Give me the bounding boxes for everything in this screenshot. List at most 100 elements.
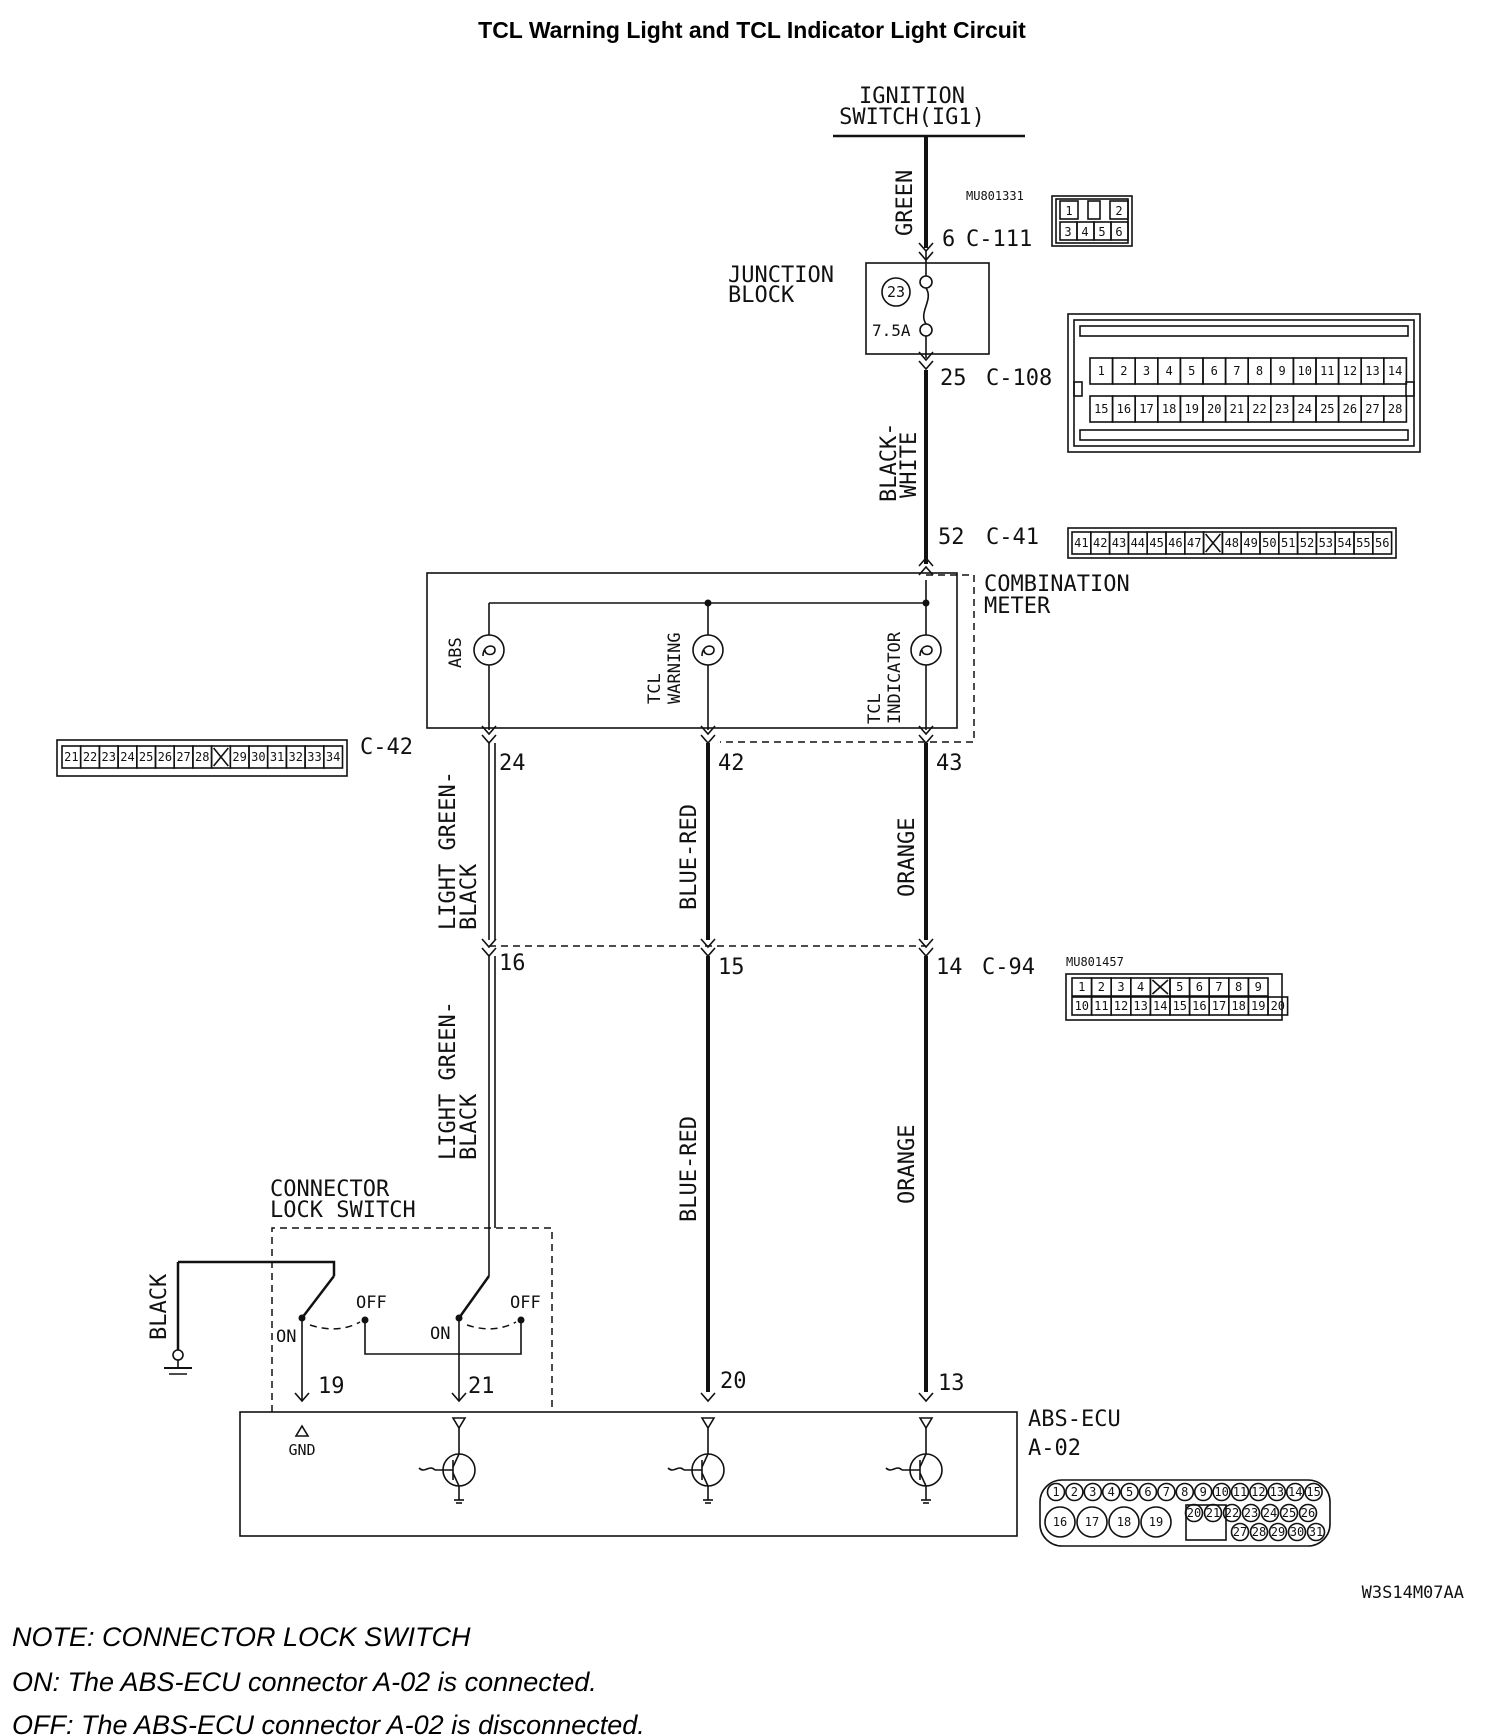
- abs-ecu-gnd-icon: [294, 1424, 310, 1437]
- svg-text:25: 25: [1282, 1506, 1296, 1520]
- svg-text:9: 9: [1200, 1485, 1207, 1499]
- svg-text:50: 50: [1262, 536, 1276, 550]
- svg-text:26: 26: [158, 750, 172, 764]
- wire-label-blue-red-2: BLUE-RED: [677, 1116, 702, 1222]
- svg-text:10: 10: [1297, 364, 1311, 378]
- svg-text:44: 44: [1131, 536, 1145, 550]
- pin-20: 20: [720, 1369, 747, 1394]
- svg-text:2: 2: [1098, 980, 1105, 994]
- c111-arrow-icon: [918, 242, 934, 262]
- svg-text:4: 4: [1081, 225, 1088, 239]
- svg-text:11: 11: [1233, 1485, 1247, 1499]
- tcl-warning-label-1: TCL: [645, 673, 665, 704]
- svg-text:27: 27: [1365, 402, 1379, 416]
- tcl-indicator-label-2: INDICATOR: [885, 631, 905, 724]
- svg-text:12: 12: [1251, 1485, 1265, 1499]
- svg-text:7: 7: [1215, 980, 1222, 994]
- wire-label-black: BLACK: [147, 1273, 172, 1340]
- svg-text:16: 16: [1192, 999, 1206, 1013]
- svg-text:24: 24: [1263, 1506, 1277, 1520]
- lock-switch-contacts: [178, 1260, 525, 1400]
- svg-text:26: 26: [1301, 1506, 1315, 1520]
- ignition-label-1: IGNITION: [859, 84, 965, 109]
- svg-text:3: 3: [1064, 225, 1071, 239]
- abs-ecu-box: [239, 1411, 1018, 1537]
- svg-text:12: 12: [1114, 999, 1128, 1013]
- c111-name: C-111: [966, 227, 1032, 252]
- c108-pin: 25: [940, 366, 967, 391]
- wire-label-orange-1: ORANGE: [895, 818, 920, 897]
- tcl-indicator-label-1: TCL: [865, 693, 885, 724]
- svg-text:23: 23: [102, 750, 116, 764]
- svg-text:22: 22: [1225, 1506, 1239, 1520]
- svg-text:18: 18: [1162, 402, 1176, 416]
- svg-text:31: 31: [270, 750, 284, 764]
- svg-text:15: 15: [1306, 1485, 1320, 1499]
- pin-43: 43: [936, 751, 963, 776]
- wire-label-black-white-1: BLACK-: [877, 423, 902, 502]
- abs-ecu-connector: A-02: [1028, 1436, 1081, 1461]
- svg-text:10: 10: [1075, 999, 1089, 1013]
- svg-text:8: 8: [1256, 364, 1263, 378]
- note-line-1: NOTE: CONNECTOR LOCK SWITCH: [12, 1622, 471, 1652]
- svg-text:8: 8: [1235, 980, 1242, 994]
- svg-text:1: 1: [1052, 1485, 1059, 1499]
- svg-text:18: 18: [1117, 1515, 1131, 1529]
- svg-text:14: 14: [1288, 1485, 1302, 1499]
- svg-text:28: 28: [1252, 1525, 1266, 1539]
- svg-text:43: 43: [1112, 536, 1126, 550]
- lock-switch-label-1: CONNECTOR: [270, 1177, 390, 1202]
- junction-block-box: [865, 262, 990, 355]
- svg-text:3: 3: [1143, 364, 1150, 378]
- svg-text:56: 56: [1375, 536, 1389, 550]
- svg-text:6: 6: [1144, 1485, 1151, 1499]
- svg-text:2: 2: [1071, 1485, 1078, 1499]
- pin-42: 42: [718, 751, 745, 776]
- tcl-warning-lamp-icon: [692, 634, 724, 666]
- c94-name: C-94: [982, 955, 1035, 980]
- svg-text:6: 6: [1115, 225, 1122, 239]
- wire-label-lgb-2a: LIGHT GREEN-: [436, 1001, 461, 1160]
- pin-15: 15: [718, 955, 745, 980]
- wire-label-blue-red-1: BLUE-RED: [677, 804, 702, 910]
- svg-text:4: 4: [1108, 1485, 1115, 1499]
- svg-text:11: 11: [1094, 999, 1108, 1013]
- pin-14: 14: [936, 955, 963, 980]
- svg-text:29: 29: [232, 750, 246, 764]
- svg-text:51: 51: [1281, 536, 1295, 550]
- svg-text:23: 23: [1244, 1506, 1258, 1520]
- svg-text:19: 19: [1149, 1515, 1163, 1529]
- lock-switch-on-1: ON: [276, 1327, 296, 1347]
- abs-lamp-label: ABS: [446, 637, 466, 668]
- note-line-2: ON: The ABS-ECU connector A-02 is connec…: [12, 1667, 597, 1697]
- svg-text:10: 10: [1214, 1485, 1228, 1499]
- lock-switch-label-2: LOCK SWITCH: [270, 1198, 416, 1223]
- junction-block-label-1: JUNCTION: [728, 263, 834, 288]
- c41-pin: 52: [938, 525, 965, 550]
- svg-text:3: 3: [1117, 980, 1124, 994]
- c111-part-no: MU801331: [966, 189, 1024, 203]
- c94-part-no: MU801457: [1066, 955, 1124, 969]
- tcl-indicator-lamp-icon: [910, 634, 942, 666]
- svg-text:32: 32: [289, 750, 303, 764]
- combination-meter-label-2: METER: [984, 594, 1051, 619]
- svg-text:22: 22: [1252, 402, 1266, 416]
- lock-switch-box: [271, 1227, 553, 1412]
- ecu-input-markers-icon: [451, 1417, 934, 1430]
- combination-meter-box: [426, 572, 958, 729]
- svg-text:41: 41: [1074, 536, 1088, 550]
- wire-label-black-white-2: WHITE: [897, 432, 922, 498]
- svg-text:1: 1: [1065, 204, 1072, 218]
- svg-text:25: 25: [139, 750, 153, 764]
- diagram-title: TCL Warning Light and TCL Indicator Ligh…: [478, 17, 1026, 43]
- lock-switch-on-2: ON: [430, 1324, 450, 1344]
- svg-text:3: 3: [1089, 1485, 1096, 1499]
- svg-text:1: 1: [1098, 364, 1105, 378]
- svg-text:5: 5: [1176, 980, 1183, 994]
- svg-text:6: 6: [1196, 980, 1203, 994]
- svg-text:5: 5: [1126, 1485, 1133, 1499]
- svg-text:20: 20: [1187, 1506, 1201, 1520]
